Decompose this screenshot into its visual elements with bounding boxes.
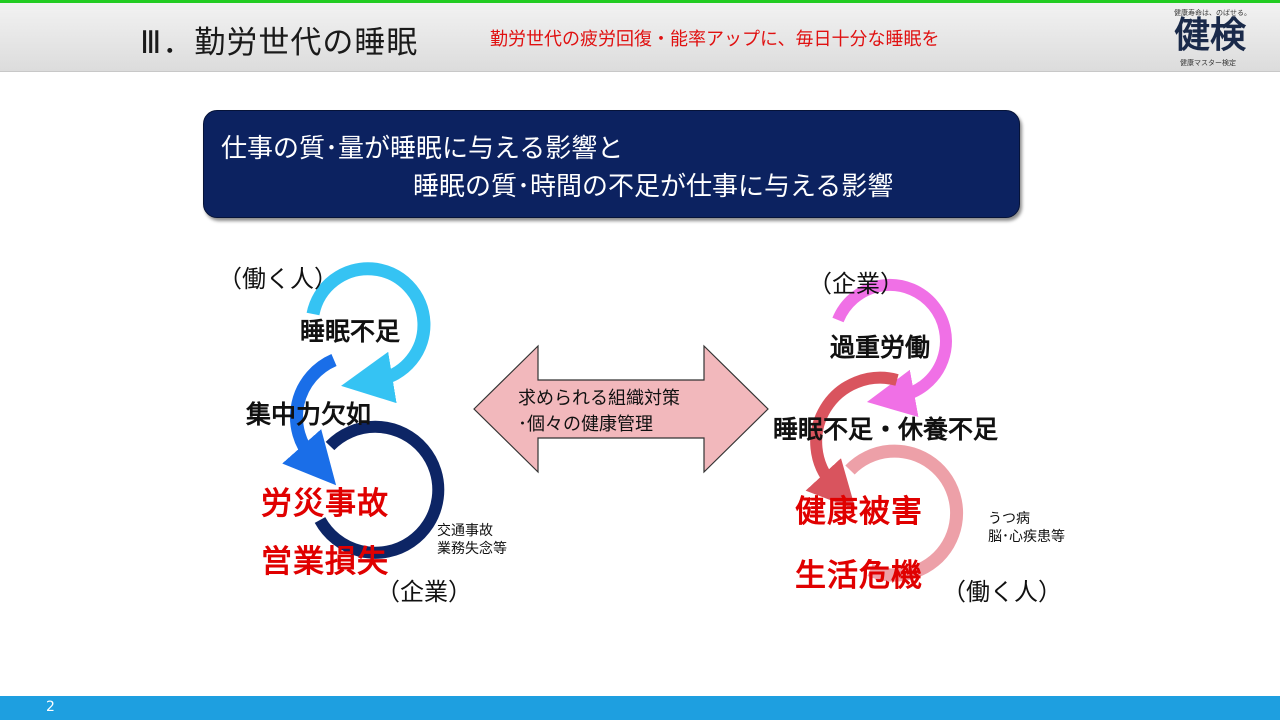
left-arc-1: [306, 262, 431, 404]
left-result-2: 営業損失: [261, 544, 389, 580]
double-arrow-icon: [473, 344, 769, 474]
slide-header: Ⅲ．勤労世代の睡眠 勤労世代の疲労回復・能率アップに、毎日十分な睡眠を 健康寿命…: [0, 3, 1280, 72]
center-arrow-line-2: ･個々の健康管理: [518, 414, 653, 435]
right-step-2: 睡眠不足・休養不足: [773, 415, 999, 444]
left-top-actor: （働く人）: [218, 265, 338, 293]
right-result-1: 健康被害: [795, 494, 923, 530]
center-arrow-text: 求められる組織対策 ･個々の健康管理: [518, 386, 680, 438]
logo-tagline: 健康寿命は、のばせる。: [1174, 9, 1251, 17]
right-result-2: 生活危機: [795, 558, 923, 594]
left-bottom-actor: （企業）: [376, 578, 472, 606]
slide-subtitle: 勤労世代の疲労回復・能率アップに、毎日十分な睡眠を: [490, 29, 940, 50]
left-arc-3: [314, 420, 445, 559]
slide-footer: 2: [0, 696, 1280, 720]
right-step-1: 過重労働: [830, 333, 931, 362]
right-top-actor: （企業）: [808, 270, 904, 298]
left-note-line-2: 業務失念等: [437, 541, 507, 557]
logo-mark: 健検: [1174, 15, 1247, 56]
left-note-line-1: 交通事故: [437, 523, 493, 539]
left-note: 交通事故 業務失念等: [437, 522, 507, 558]
left-step-2: 集中力欠如: [246, 400, 372, 429]
banner-line-1: 仕事の質･量が睡眠に与える影響と: [221, 134, 624, 164]
banner-line-2: 睡眠の質･時間の不足が仕事に与える影響: [413, 172, 894, 202]
kenken-logo: 健康寿命は、のばせる。 健検 健康マスター検定: [1170, 5, 1270, 69]
center-arrow-line-1: 求められる組織対策: [518, 388, 680, 409]
left-result-1: 労災事故: [261, 486, 389, 522]
topic-banner: 仕事の質･量が睡眠に与える影響と 睡眠の質･時間の不足が仕事に与える影響: [203, 110, 1020, 218]
right-arc-3: [845, 444, 964, 582]
top-accent-line: [0, 0, 1280, 3]
right-note: うつ病 脳･心疾患等: [988, 510, 1065, 546]
right-arc-2: [805, 371, 899, 510]
slide-title: Ⅲ．勤労世代の睡眠: [140, 25, 419, 61]
right-note-line-1: うつ病: [988, 511, 1030, 527]
logo-caption: 健康マスター検定: [1180, 59, 1236, 67]
left-step-1: 睡眠不足: [300, 317, 401, 346]
right-note-line-2: 脳･心疾患等: [988, 529, 1065, 545]
left-arc-2: [282, 354, 337, 486]
right-bottom-actor: （働く人）: [942, 578, 1062, 606]
right-arc-1: [832, 278, 952, 417]
page-number: 2: [46, 699, 55, 715]
